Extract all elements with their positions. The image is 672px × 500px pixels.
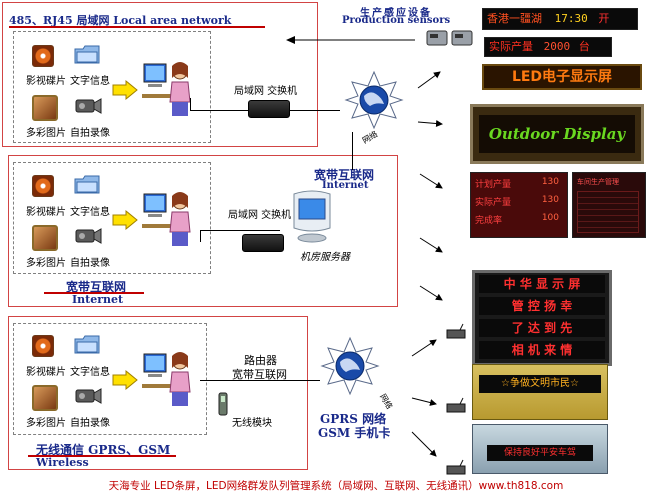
- wireless-workstation-icon: [142, 352, 191, 406]
- internet-switch-icon: [242, 234, 284, 252]
- dvd-disc-icon: [32, 175, 54, 197]
- video-camera-icon: [75, 98, 102, 114]
- led-counter-sign: 实际产量 2000 台: [484, 37, 612, 57]
- wireless-panel-title-en: Wireless: [36, 456, 89, 469]
- lan-title: 485、RJ45 局域网 Local area network: [9, 14, 232, 27]
- production-val-3: 100: [541, 213, 559, 223]
- internet-connector-v: [200, 230, 201, 242]
- taxi-bottom-text: 保持良好平安车驾: [487, 445, 593, 461]
- gprs-network-label: GPRS 网络: [320, 412, 387, 426]
- antenna-modem-icon: [446, 397, 466, 413]
- lan-item-text: 文字信息: [70, 76, 110, 87]
- photo-icon: [32, 385, 58, 411]
- workshop-board-title: 车间生产管理: [577, 178, 619, 186]
- wireless-module-label: 无线模块: [232, 418, 272, 429]
- workshop-board: 车间生产管理: [572, 172, 646, 238]
- arrow-to-lan-icon: [286, 36, 415, 44]
- wireless-module-icon: [218, 392, 228, 416]
- wireless-title-underline: [28, 455, 176, 457]
- lan-item-pictures: 多彩图片: [26, 128, 66, 139]
- folder-icon: [74, 175, 100, 194]
- lan-item-video: 自拍录像: [70, 128, 110, 139]
- led-counter-value: 2000: [543, 40, 571, 53]
- internet-panel-title-cn: 宽带互联网: [66, 280, 127, 294]
- production-row-3: 完成率: [475, 216, 503, 226]
- lan-title-underline: [9, 26, 265, 28]
- dvd-disc-icon: [32, 335, 54, 357]
- wireless-item-dvd: 影视碟片: [26, 367, 66, 378]
- folder-icon: [74, 45, 100, 64]
- internet-title-underline: [44, 292, 144, 294]
- video-camera-icon: [75, 228, 102, 244]
- led-outdoor-text: Outdoor Display: [479, 115, 635, 153]
- internet-workstation-icon: [142, 192, 191, 246]
- taxi-bottom-sign: 保持良好平安车驾: [472, 424, 608, 474]
- wireless-connector-h: [200, 380, 320, 381]
- production-val-1: 130: [541, 177, 559, 187]
- scroll-line-4: 相 机 来 情: [479, 341, 605, 359]
- led-time-sign: 香港一疆湖 17:30 开: [482, 8, 638, 30]
- sensors-title-cn: 生产感应设备: [360, 8, 432, 19]
- internet-item-pictures: 多彩图片: [26, 258, 66, 269]
- dvd-disc-icon: [32, 45, 54, 67]
- internet-switch-label: 局域网 交换机: [228, 210, 292, 221]
- center-internet-cn: 宽带互联网: [314, 168, 375, 182]
- wireless-panel-title-cn: 无线通信 GPRS、GSM: [36, 443, 171, 457]
- wireless-item-pictures: 多彩图片: [26, 418, 66, 429]
- internet-panel: [8, 155, 398, 307]
- lan-switch-label: 局域网 交换机: [234, 86, 298, 97]
- lan-switch-icon: [248, 100, 290, 118]
- production-row-1: 计划产量: [475, 180, 512, 190]
- wireless-item-text: 文字信息: [70, 367, 110, 378]
- led-counter-unit: 台: [578, 40, 590, 53]
- led-time-status: 开: [598, 12, 610, 25]
- folder-icon: [74, 335, 100, 354]
- router-label-1: 路由器: [244, 354, 277, 367]
- gsm-card-label: GSM 手机卡: [318, 426, 391, 440]
- internet-item-video: 自拍录像: [70, 258, 110, 269]
- sensor-device-icon: [426, 30, 473, 46]
- scroll-line-2: 管 控 扬 幸: [479, 297, 605, 315]
- internet-panel-title-en: Internet: [72, 293, 124, 306]
- wireless-yellow-arrow-icon: [112, 369, 138, 391]
- lan-item-dvd: 影视碟片: [26, 76, 66, 87]
- led-time-text: 香港一疆湖: [487, 12, 542, 25]
- production-val-2: 130: [541, 195, 559, 205]
- led-red-sign: LED电子显示屏: [482, 64, 642, 90]
- gprs-globe-icon: [320, 336, 380, 396]
- lan-workstation-icon: [142, 62, 191, 116]
- lan-yellow-arrow-icon: [112, 79, 138, 101]
- production-row-2: 实际产量: [475, 198, 512, 208]
- led-outdoor-sign: Outdoor Display: [470, 104, 644, 164]
- photo-icon: [32, 95, 58, 121]
- lan-connector-v: [190, 98, 191, 110]
- scroll-line-3: 了 达 到 先: [479, 319, 605, 337]
- router-label-2: 宽带互联网: [232, 368, 287, 381]
- scrolling-sign-stack: 中 华 显 示 屏 管 控 扬 幸 了 达 到 先 相 机 来 情: [472, 270, 612, 366]
- antenna-modem-icon: [446, 459, 466, 475]
- taxi-top-sign: ☆争做文明市民☆: [472, 364, 608, 420]
- video-camera-icon: [75, 388, 102, 404]
- led-counter-label: 实际产量: [489, 40, 533, 53]
- server-label: 机房服务器: [300, 252, 350, 263]
- led-red-sign-text: LED电子显示屏: [511, 69, 613, 85]
- production-board: 计划产量 130 实际产量 130 完成率 100: [470, 172, 568, 238]
- footer-caption: 天海专业 LED条屏，LED网络群发队列管理系统（局域网、互联网、无线通讯）ww…: [108, 480, 564, 492]
- internet-connector-h: [200, 230, 280, 231]
- center-drop-line: [352, 132, 353, 170]
- server-computer-icon: [293, 190, 331, 243]
- taxi-top-text: ☆争做文明市民☆: [479, 375, 601, 393]
- wireless-item-video: 自拍录像: [70, 418, 110, 429]
- antenna-modem-icon: [446, 323, 466, 339]
- internet-yellow-arrow-icon: [112, 209, 138, 231]
- internet-item-text: 文字信息: [70, 207, 110, 218]
- center-internet-en: Internet: [322, 180, 369, 191]
- scroll-line-1: 中 华 显 示 屏: [479, 275, 605, 293]
- internet-item-dvd: 影视碟片: [26, 207, 66, 218]
- led-time-value: 17:30: [554, 12, 588, 25]
- network-globe-icon: [344, 70, 404, 130]
- sensors-title-en: Production sensors: [342, 15, 451, 26]
- photo-icon: [32, 225, 58, 251]
